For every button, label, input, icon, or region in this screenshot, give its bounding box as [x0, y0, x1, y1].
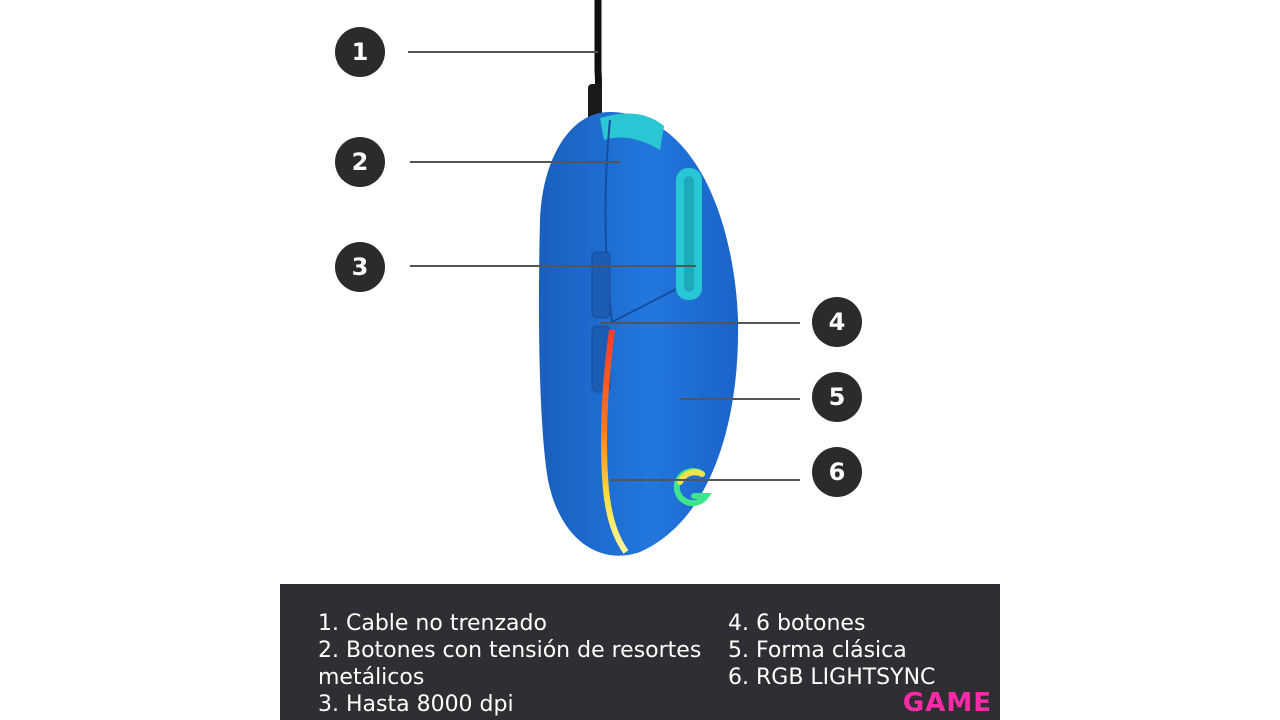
- leader-line-1: [408, 51, 598, 53]
- feature-item-4: 4. 6 botones: [728, 611, 866, 636]
- callout-2: 2: [335, 137, 385, 187]
- brand-logo: GAME: [902, 688, 992, 718]
- leader-line-3: [410, 265, 696, 267]
- leader-line-2: [410, 161, 620, 163]
- feature-item-3: 3. Hasta 8000 dpi: [318, 692, 514, 717]
- mouse-body: [538, 111, 739, 556]
- callout-1: 1: [335, 27, 385, 77]
- callout-5: 5: [812, 372, 862, 422]
- leader-line-4: [600, 322, 800, 324]
- features-list-right: 4. 6 botones 5. Forma clásica 6. RGB LIG…: [728, 610, 978, 691]
- features-list-left: 1. Cable no trenzado 2. Botones con tens…: [318, 610, 708, 718]
- leader-line-6: [610, 479, 800, 481]
- feature-item-5: 5. Forma clásica: [728, 638, 907, 663]
- leader-line-5: [680, 398, 800, 400]
- feature-item-1: 1. Cable no trenzado: [318, 611, 547, 636]
- callout-3: 3: [335, 242, 385, 292]
- feature-item-6: 6. RGB LIGHTSYNC: [728, 665, 936, 690]
- callout-4: 4: [812, 297, 862, 347]
- features-panel: 1. Cable no trenzado 2. Botones con tens…: [280, 584, 1000, 720]
- rgb-strip: [601, 329, 629, 554]
- side-button-front: [591, 251, 611, 319]
- feature-item-2: 2. Botones con tensión de resortes metál…: [318, 638, 709, 690]
- mouse-top-accent: [600, 113, 664, 150]
- callout-6: 6: [812, 447, 862, 497]
